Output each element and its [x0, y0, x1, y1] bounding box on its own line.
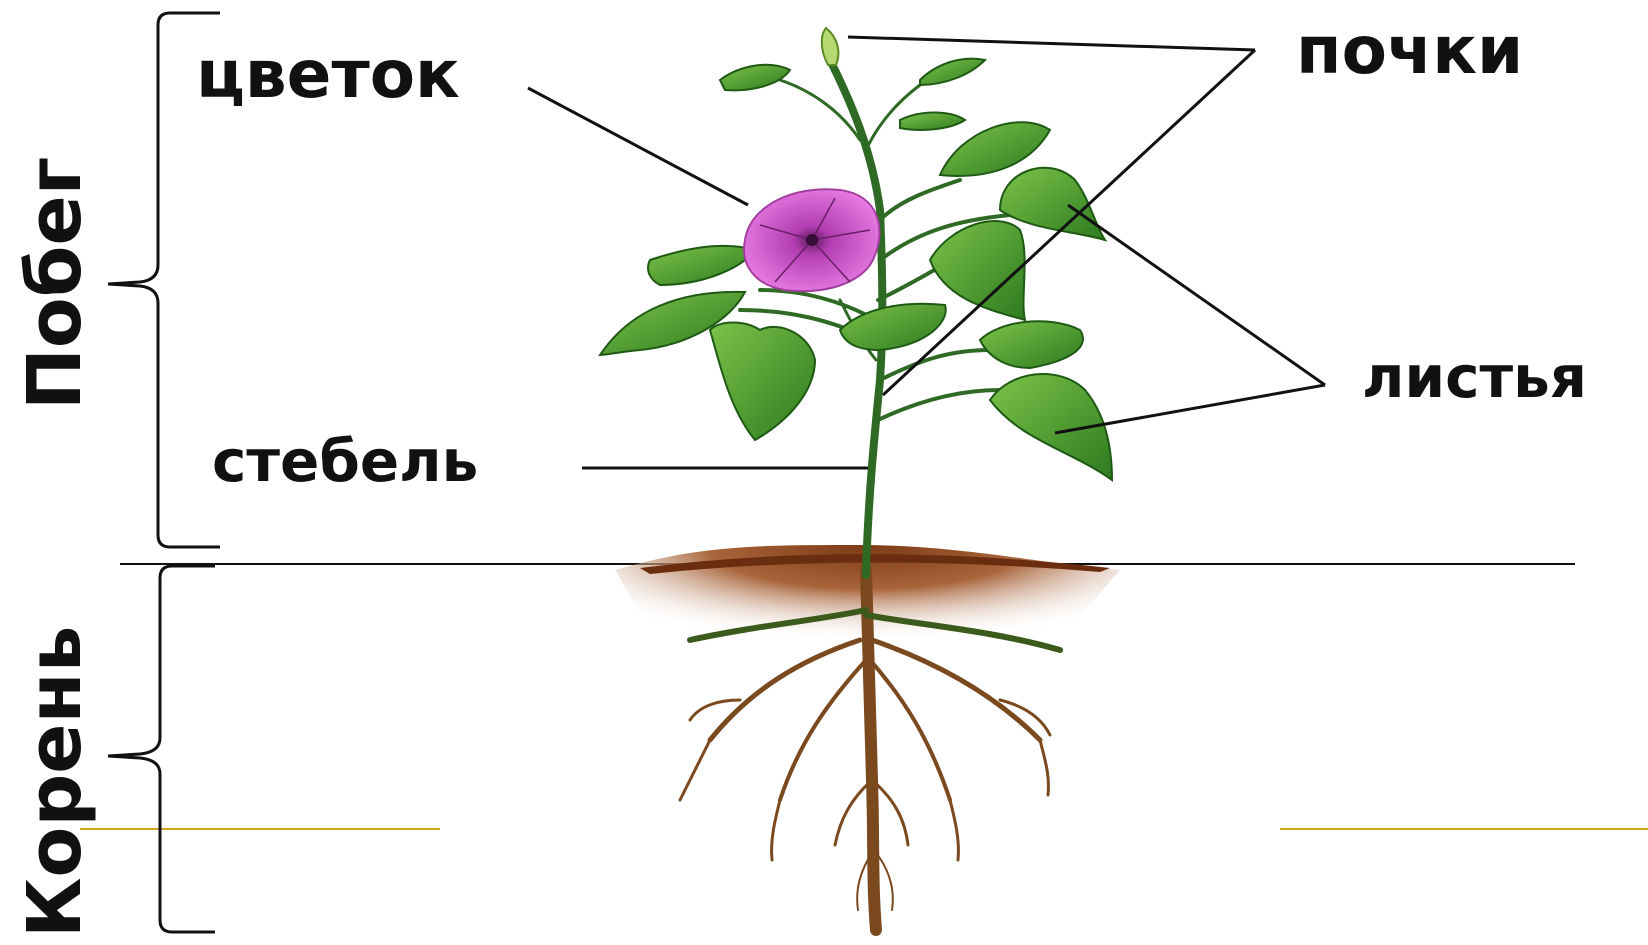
flower-label: цветок [196, 42, 460, 108]
leader-lines [528, 37, 1325, 468]
leaves-label: листья [1362, 348, 1587, 406]
root-brace [108, 566, 215, 932]
shoot-label: Побег [18, 157, 92, 410]
leaves-leader-upper [1068, 205, 1325, 385]
buds-label: почки [1296, 18, 1523, 84]
stem-label: стебель [212, 432, 478, 490]
flower [744, 189, 879, 291]
root-label: Корень [18, 626, 92, 938]
buds-leader-top [848, 37, 1255, 50]
flower-leader [528, 88, 748, 205]
top-bud [822, 28, 839, 65]
